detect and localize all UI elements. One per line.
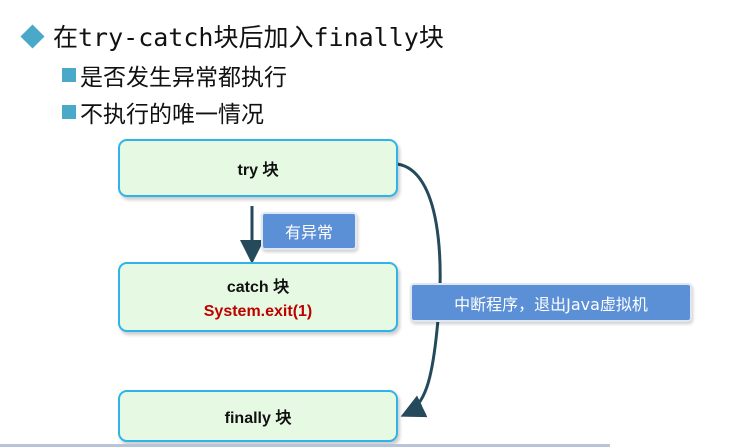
divider bbox=[0, 444, 610, 447]
try-block: try 块 bbox=[118, 139, 398, 197]
sub-bullet-text: 是否发生异常都执行 bbox=[80, 65, 287, 91]
sub-bullet: 是否发生异常都执行 bbox=[62, 58, 287, 92]
catch-block: catch 块 System.exit(1) bbox=[118, 262, 398, 332]
catch-code: System.exit(1) bbox=[203, 303, 313, 320]
finally-block: finally 块 bbox=[118, 390, 398, 442]
square-bullet-icon bbox=[62, 105, 76, 119]
heading-bullet: 在try-catch块后加入finally块 bbox=[20, 18, 444, 54]
sub-bullet: 不执行的唯一情况 bbox=[62, 95, 264, 129]
try-label: try 块 bbox=[237, 162, 279, 179]
exception-tag: 有异常 bbox=[261, 212, 357, 250]
sub-bullet-text: 不执行的唯一情况 bbox=[80, 102, 264, 128]
catch-label: catch 块 bbox=[226, 279, 290, 296]
heading-text: 在try-catch块后加入finally块 bbox=[53, 23, 444, 52]
exit-tag: 中断程序，退出Java虚拟机 bbox=[410, 283, 692, 322]
finally-label: finally 块 bbox=[224, 410, 292, 427]
square-bullet-icon bbox=[62, 68, 76, 82]
